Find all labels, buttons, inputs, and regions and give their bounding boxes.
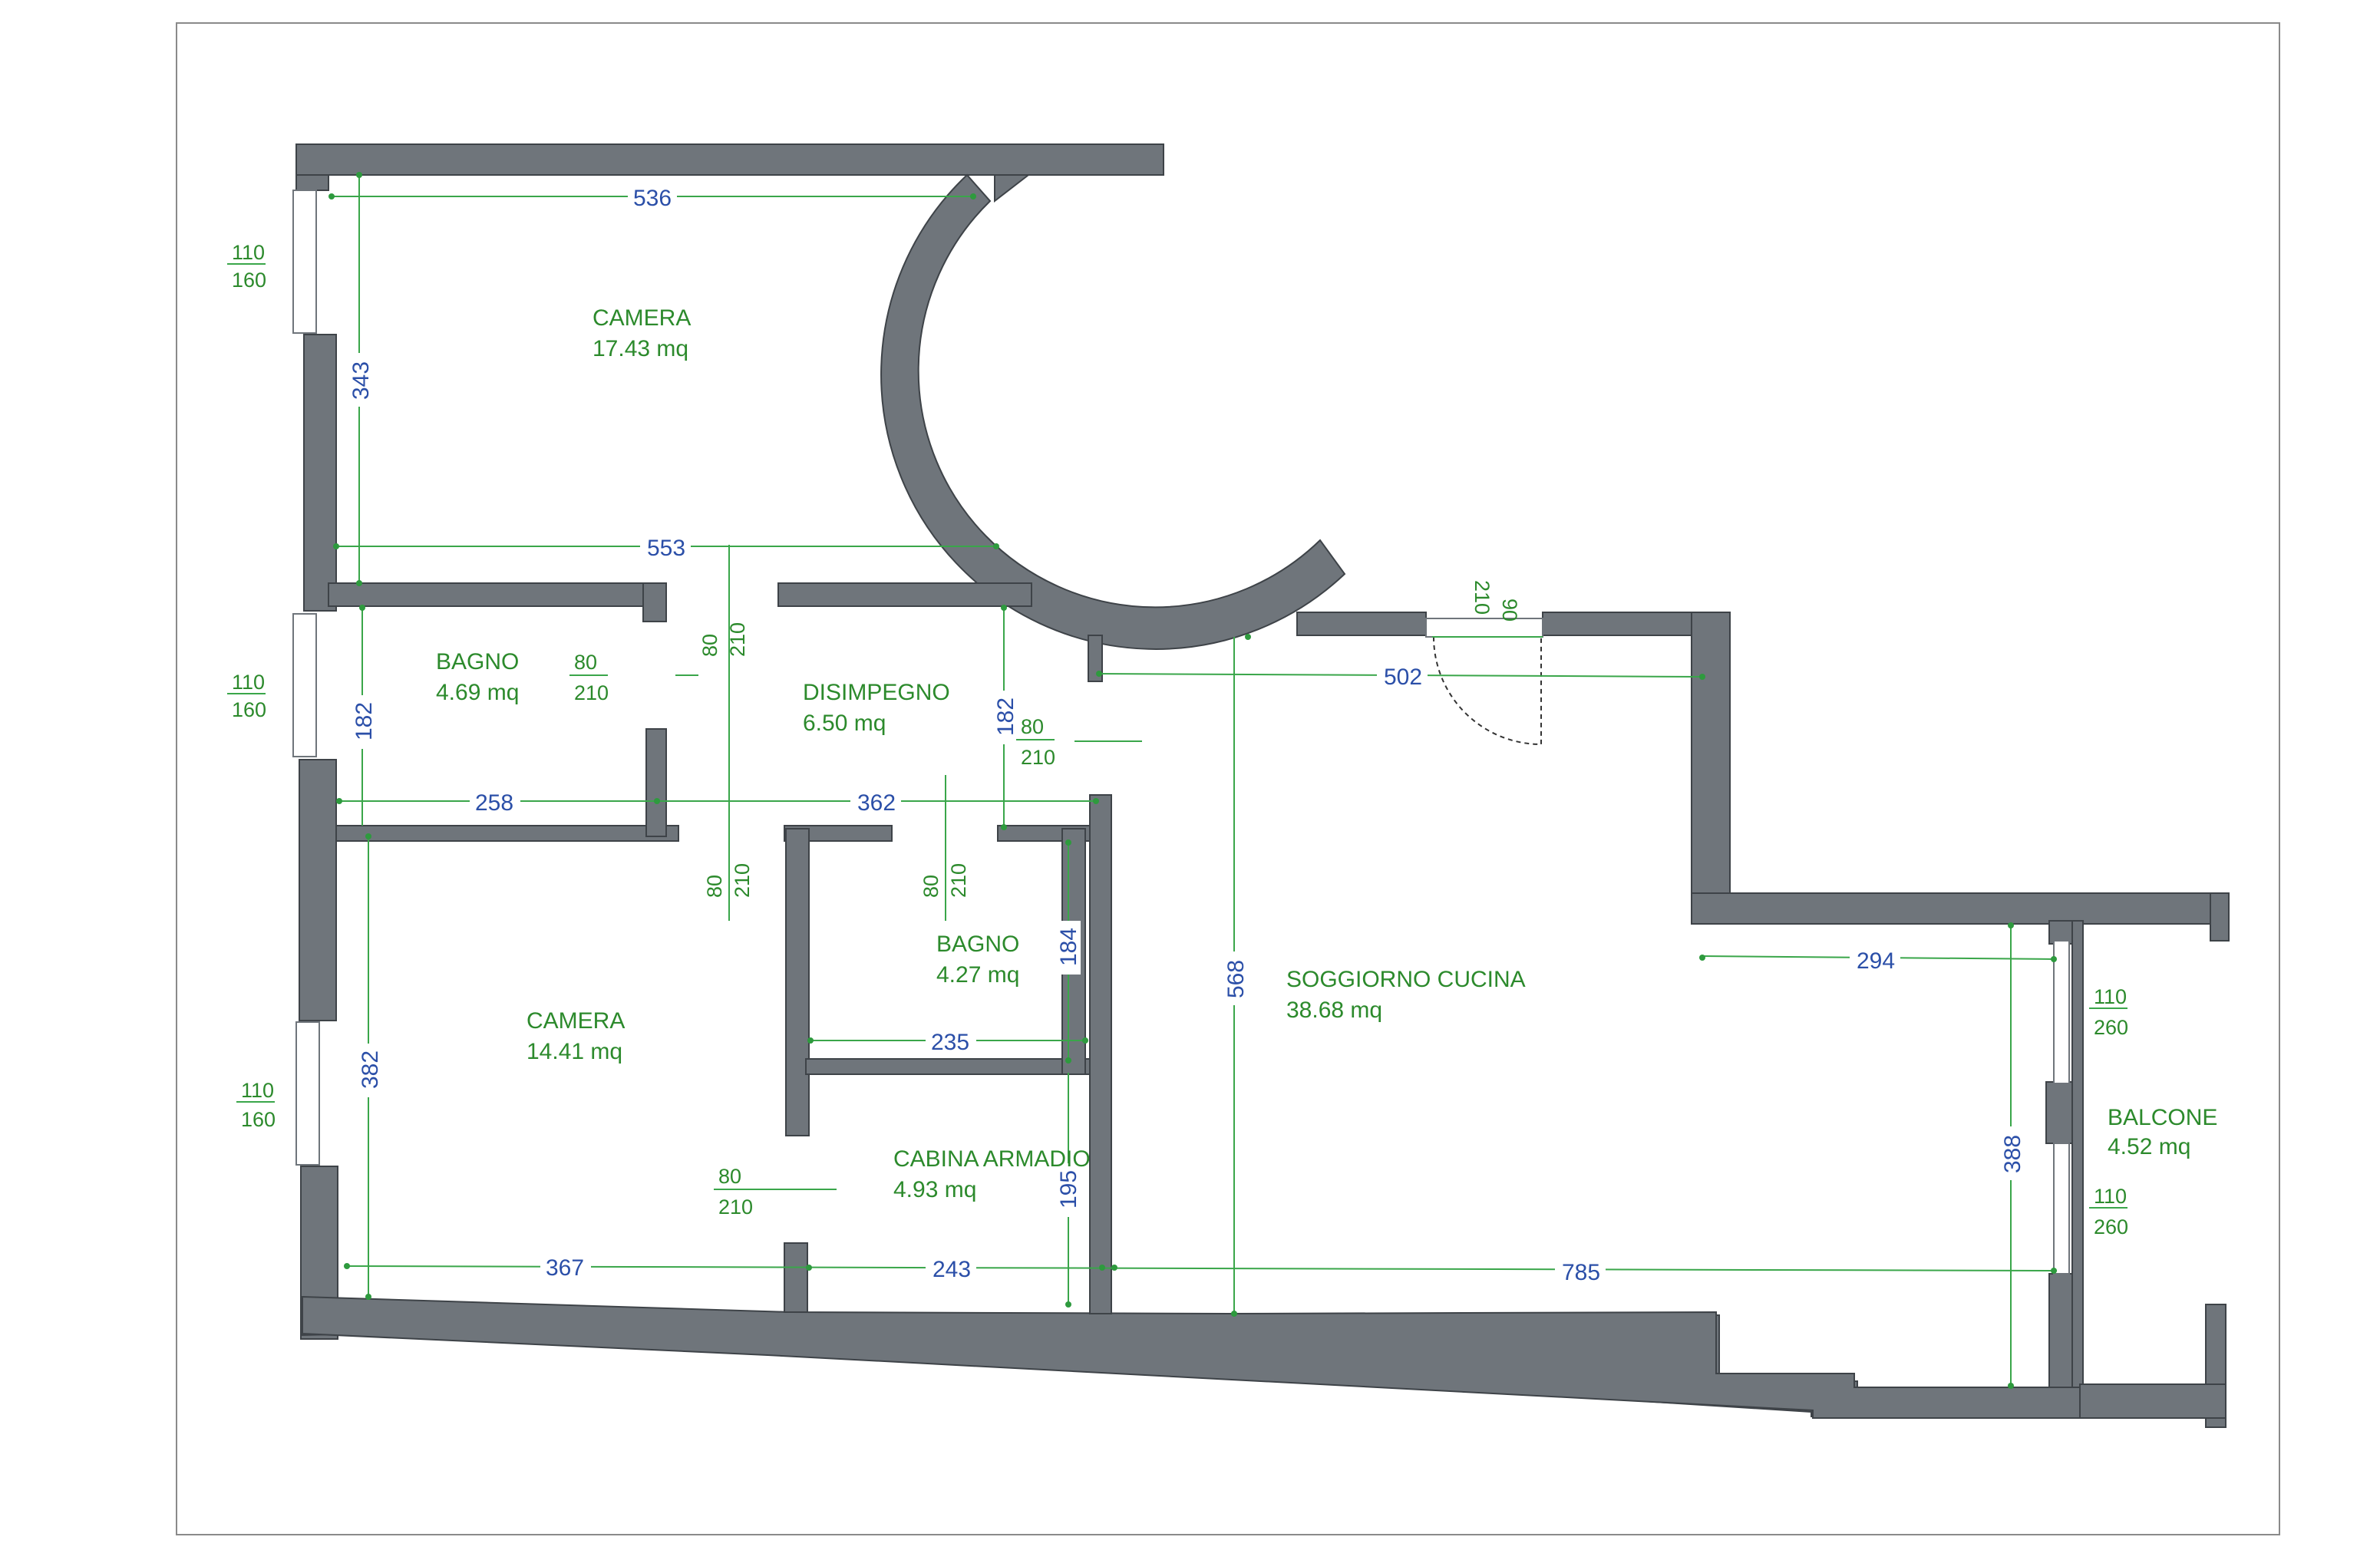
wall-sogg-stub (1088, 635, 1103, 682)
door-disimpegno-right-height: 210 (1021, 746, 1055, 769)
dim-536: 536 (633, 186, 672, 211)
dim-785: 785 (1562, 1260, 1600, 1285)
window-camera-top (292, 190, 317, 334)
room-camera-top-name: CAMERA (593, 305, 691, 331)
window-sogg-a (2053, 940, 2070, 1084)
wall-sogg-top-b (1542, 612, 1714, 636)
room-balcone-name: BALCONE (2108, 1105, 2217, 1130)
entry-door-opening (1425, 618, 1543, 638)
door-bagno-mid-height: 210 (947, 863, 970, 898)
dim-343: 343 (348, 361, 374, 400)
door-cabina-width: 80 (718, 1165, 741, 1188)
dimension-lines (330, 173, 2058, 1387)
room-bagno-top-name: BAGNO (436, 649, 519, 674)
opening-labels: 110 160 110 160 110 160 110 260 110 260 … (227, 241, 2128, 1238)
wall-v-cabina-right (1089, 794, 1112, 1314)
dim-568: 568 (1223, 960, 1249, 998)
entry-door-swing (1433, 636, 1542, 746)
dim-362: 362 (857, 790, 896, 816)
dim-235: 235 (931, 1030, 969, 1055)
window-1-height: 160 (232, 269, 266, 292)
dim-258: 258 (475, 790, 513, 816)
dim-388: 388 (2000, 1135, 2025, 1173)
dim-294: 294 (1857, 948, 1895, 974)
wall-left-a (303, 334, 337, 612)
wall-bottom-balcony (2079, 1383, 2227, 1419)
wall-bagno-top-right (645, 728, 667, 837)
dim-195: 195 (1056, 1170, 1081, 1209)
window-2-height: 160 (232, 698, 266, 721)
window-sogg-b (2053, 1143, 2070, 1275)
walls (295, 143, 2230, 1428)
room-camera-top-area: 17.43 mq (593, 336, 688, 361)
room-balcone-area: 4.52 mq (2108, 1134, 2190, 1159)
wall-sogg-top-a (1296, 612, 1427, 636)
door-cabina-height: 210 (718, 1195, 753, 1219)
wall-h2-left (335, 825, 679, 842)
dim-184: 184 (1056, 928, 1081, 966)
room-bagno-mid-name: BAGNO (936, 932, 1019, 957)
wall-step-top (1691, 892, 2230, 925)
room-soggiorno-area: 38.68 mq (1286, 998, 1382, 1023)
wall-v-bagno-left (785, 828, 810, 1136)
door-disimpegno-right-width: 80 (1021, 715, 1044, 738)
wall-balcony-right (2210, 892, 2230, 942)
dimension-ticks (328, 172, 2057, 1389)
wall-h2-mid (784, 825, 893, 842)
wall-balcony-sep (2071, 920, 2084, 1413)
windows (292, 190, 2070, 1275)
room-labels: CAMERA 17.43 mq BAGNO 4.69 mq DISIMPEGNO… (436, 305, 2217, 1202)
door-disimpegno-top-height: 210 (726, 622, 749, 657)
window-1-width: 110 (232, 241, 265, 264)
wall-bottom-main (302, 1295, 2081, 1419)
dimension-labels: 536 343 553 182 182 258 362 184 235 382 … (347, 183, 2025, 1285)
window-5-height: 260 (2094, 1215, 2128, 1238)
room-camera-bottom-name: CAMERA (527, 1008, 625, 1034)
door-camera-bottom-height: 210 (731, 863, 754, 898)
window-4-height: 260 (2094, 1016, 2128, 1039)
window-4-width: 110 (2094, 985, 2127, 1008)
wall-h-bagno-cabina (805, 1058, 1100, 1075)
door-bagno-mid-width: 80 (919, 875, 942, 898)
window-2-width: 110 (232, 671, 265, 694)
dim-182-right: 182 (993, 698, 1018, 736)
wall-top-corner (994, 174, 1031, 203)
window-3-width: 110 (241, 1079, 274, 1102)
room-bagno-mid-area: 4.27 mq (936, 962, 1019, 988)
wall-left-b (299, 759, 337, 1021)
wall-h1-left (328, 582, 664, 607)
door-camera-bottom-width: 80 (703, 875, 726, 898)
dim-553: 553 (647, 536, 685, 561)
door-bagno-top-height: 210 (574, 681, 609, 704)
page-frame (176, 22, 2280, 1535)
dim-382: 382 (358, 1050, 383, 1089)
door-disimpegno-top-width: 80 (698, 634, 721, 657)
wall-cabina-stub (784, 1242, 808, 1313)
dim-502: 502 (1384, 665, 1422, 690)
door-bagno-top-width: 80 (574, 651, 597, 674)
window-3-height: 160 (241, 1108, 276, 1131)
window-bagno-top (292, 613, 317, 757)
dim-243: 243 (933, 1257, 971, 1282)
wall-h1-right (777, 582, 1032, 607)
window-5-width: 110 (2094, 1185, 2127, 1208)
room-disimpegno-name: DISIMPEGNO (803, 680, 950, 705)
room-camera-bottom-area: 14.41 mq (527, 1039, 622, 1064)
door-entry-width: 90 (1498, 599, 1521, 622)
dim-182-left: 182 (352, 702, 377, 740)
wall-right-upper (1691, 612, 1731, 905)
room-bagno-top-area: 4.69 mq (436, 680, 519, 705)
wall-h1-stub (642, 582, 667, 622)
room-cabina-name: CABINA ARMADIO (893, 1146, 1091, 1172)
door-entry-height: 210 (1471, 580, 1494, 615)
wall-curved (880, 173, 1346, 650)
room-soggiorno-name: SOGGIORNO CUCINA (1286, 967, 1526, 992)
window-camera-bottom (295, 1021, 320, 1166)
wall-top (295, 143, 1164, 176)
room-cabina-area: 4.93 mq (893, 1177, 976, 1202)
dim-367: 367 (546, 1255, 584, 1281)
room-disimpegno-area: 6.50 mq (803, 711, 886, 736)
